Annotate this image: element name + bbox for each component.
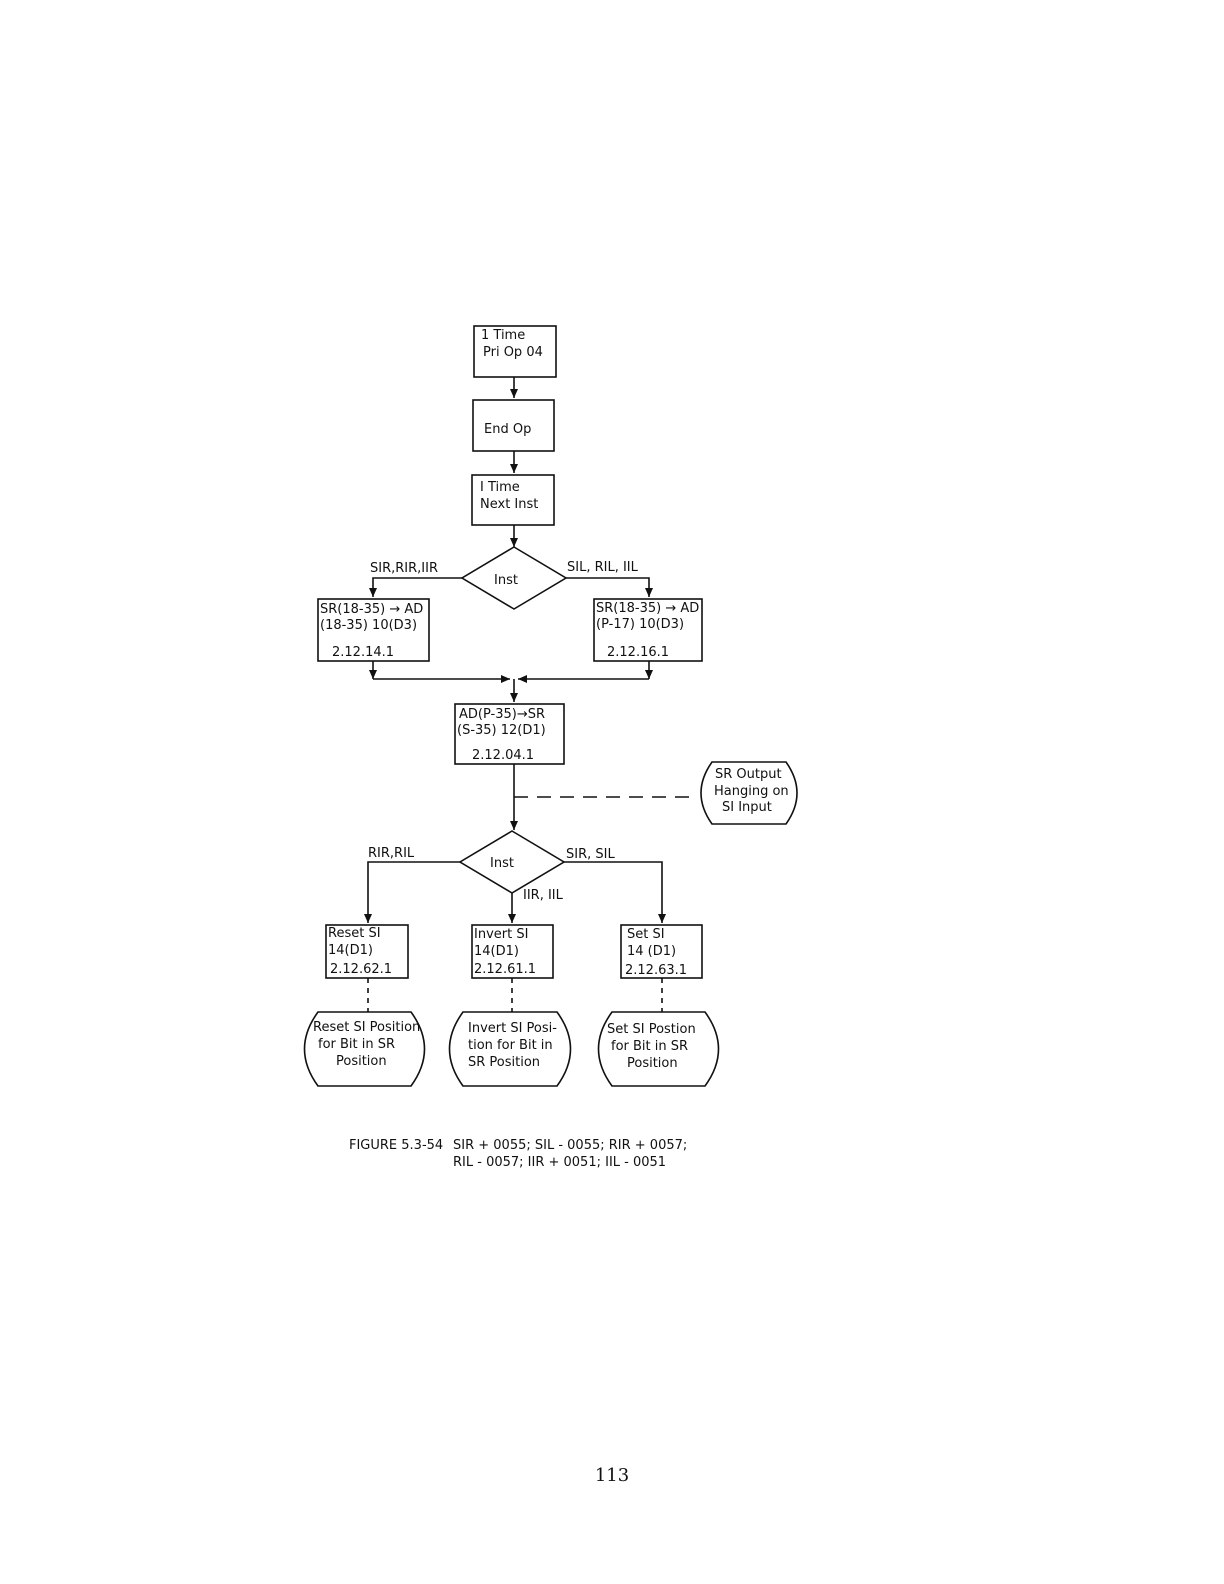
- terminal-sr-output: SR Output Hanging on SI Input: [700, 761, 798, 825]
- figure-label: FIGURE 5.3-54: [349, 1138, 444, 1153]
- caption-line2: RIL - 0057; IIR + 0051; IIL - 0051: [453, 1155, 667, 1170]
- box-end-op-label: End Op: [484, 422, 531, 437]
- box-sr-left: SR(18-35) → AD (18-35) 10(D3) 2.12.14.1: [317, 598, 430, 662]
- decision-1-label: Inst: [494, 573, 518, 588]
- terminal-invert-si: Invert SI Posi- tion for Bit in SR Posit…: [448, 1011, 572, 1087]
- terminal-invert-line1: Invert SI Posi-: [468, 1021, 557, 1036]
- decision-2-left-label: RIR,RIL: [368, 846, 415, 861]
- arrow-decision1-right: [566, 577, 653, 597]
- box-end-op: End Op: [472, 399, 555, 452]
- arrow-decision1-left: [369, 577, 462, 597]
- box-ad-line1: AD(P-35)→SR: [459, 707, 545, 722]
- terminal-reset-line3: Position: [336, 1054, 387, 1069]
- terminal-reset-si: Reset SI Position for Bit in SR Position: [303, 1011, 426, 1087]
- caption-line1: SIR + 0055; SIL - 0055; RIR + 0057;: [453, 1138, 688, 1153]
- box-reset-si: Reset SI 14(D1) 2.12.62.1: [325, 924, 409, 979]
- decision-2-right-label: SIR, SIL: [566, 847, 615, 862]
- decision-2-bottom-label: IIR, IIL: [523, 888, 564, 903]
- decision-inst-1: Inst: [460, 546, 568, 610]
- decision-2-label: Inst: [490, 856, 514, 871]
- terminal-sr-output-line1: SR Output: [715, 767, 782, 782]
- connectors: [364, 377, 697, 1012]
- box-reset-line1: Reset SI: [328, 926, 381, 941]
- box-invert-line2: 14(D1): [474, 944, 519, 959]
- box-set-si: Set SI 14 (D1) 2.12.63.1: [620, 924, 703, 979]
- page-number: 113: [594, 1465, 630, 1486]
- terminal-set-line2: for Bit in SR: [611, 1039, 688, 1054]
- box-time-next-line2: Next Inst: [480, 497, 538, 512]
- box-sr-right-line1: SR(18-35) → AD: [596, 601, 699, 616]
- box-ad-line2: (S-35) 12(D1): [457, 723, 546, 738]
- box-set-line1: Set SI: [627, 927, 665, 942]
- terminal-invert-line2: tion for Bit in: [468, 1038, 553, 1053]
- box-sr-left-line2: (18-35) 10(D3): [320, 618, 417, 633]
- box-sr-right: SR(18-35) → AD (P-17) 10(D3) 2.12.16.1: [593, 598, 703, 662]
- decision-1-right-label: SIL, RIL, IIL: [567, 560, 639, 575]
- box-sr-left-line1: SR(18-35) → AD: [320, 602, 423, 617]
- terminal-set-line3: Position: [627, 1056, 678, 1071]
- box-invert-line1: Invert SI: [474, 927, 528, 942]
- decision-1-left-label: SIR,RIR,IIR: [370, 561, 438, 576]
- box-sr-right-ref: 2.12.16.1: [607, 645, 669, 660]
- box-invert-si: Invert SI 14(D1) 2.12.61.1: [471, 924, 554, 979]
- box-time-next-line1: I Time: [480, 480, 520, 495]
- box-ad-ref: 2.12.04.1: [472, 748, 534, 763]
- terminal-sr-output-line2: Hanging on: [714, 784, 789, 799]
- box-ad-to-sr: AD(P-35)→SR (S-35) 12(D1) 2.12.04.1: [454, 703, 565, 765]
- box-time-pri-op: 1 Time Pri Op 04: [473, 325, 557, 378]
- terminal-set-line1: Set SI Postion: [607, 1022, 696, 1037]
- terminal-sr-output-line3: SI Input: [722, 800, 772, 815]
- box-set-line2: 14 (D1): [627, 944, 676, 959]
- terminal-reset-line1: Reset SI Position: [313, 1020, 420, 1035]
- box-sr-left-ref: 2.12.14.1: [332, 645, 394, 660]
- box-sr-right-line2: (P-17) 10(D3): [596, 617, 684, 632]
- terminal-invert-line3: SR Position: [468, 1055, 540, 1070]
- box-invert-ref: 2.12.61.1: [474, 962, 536, 977]
- arrow-decision2-right: [564, 861, 666, 923]
- terminal-reset-line2: for Bit in SR: [318, 1037, 395, 1052]
- box-time-pri-line1: 1 Time: [481, 328, 525, 343]
- box-set-ref: 2.12.63.1: [625, 963, 687, 978]
- arrow-decision2-left: [364, 861, 460, 923]
- box-reset-ref: 2.12.62.1: [330, 962, 392, 977]
- box-time-pri-line2: Pri Op 04: [483, 345, 543, 360]
- terminal-set-si: Set SI Postion for Bit in SR Position: [597, 1011, 720, 1087]
- box-reset-line2: 14(D1): [328, 943, 373, 958]
- decision-inst-2: Inst: [458, 830, 566, 894]
- box-time-next-inst: I Time Next Inst: [471, 474, 555, 526]
